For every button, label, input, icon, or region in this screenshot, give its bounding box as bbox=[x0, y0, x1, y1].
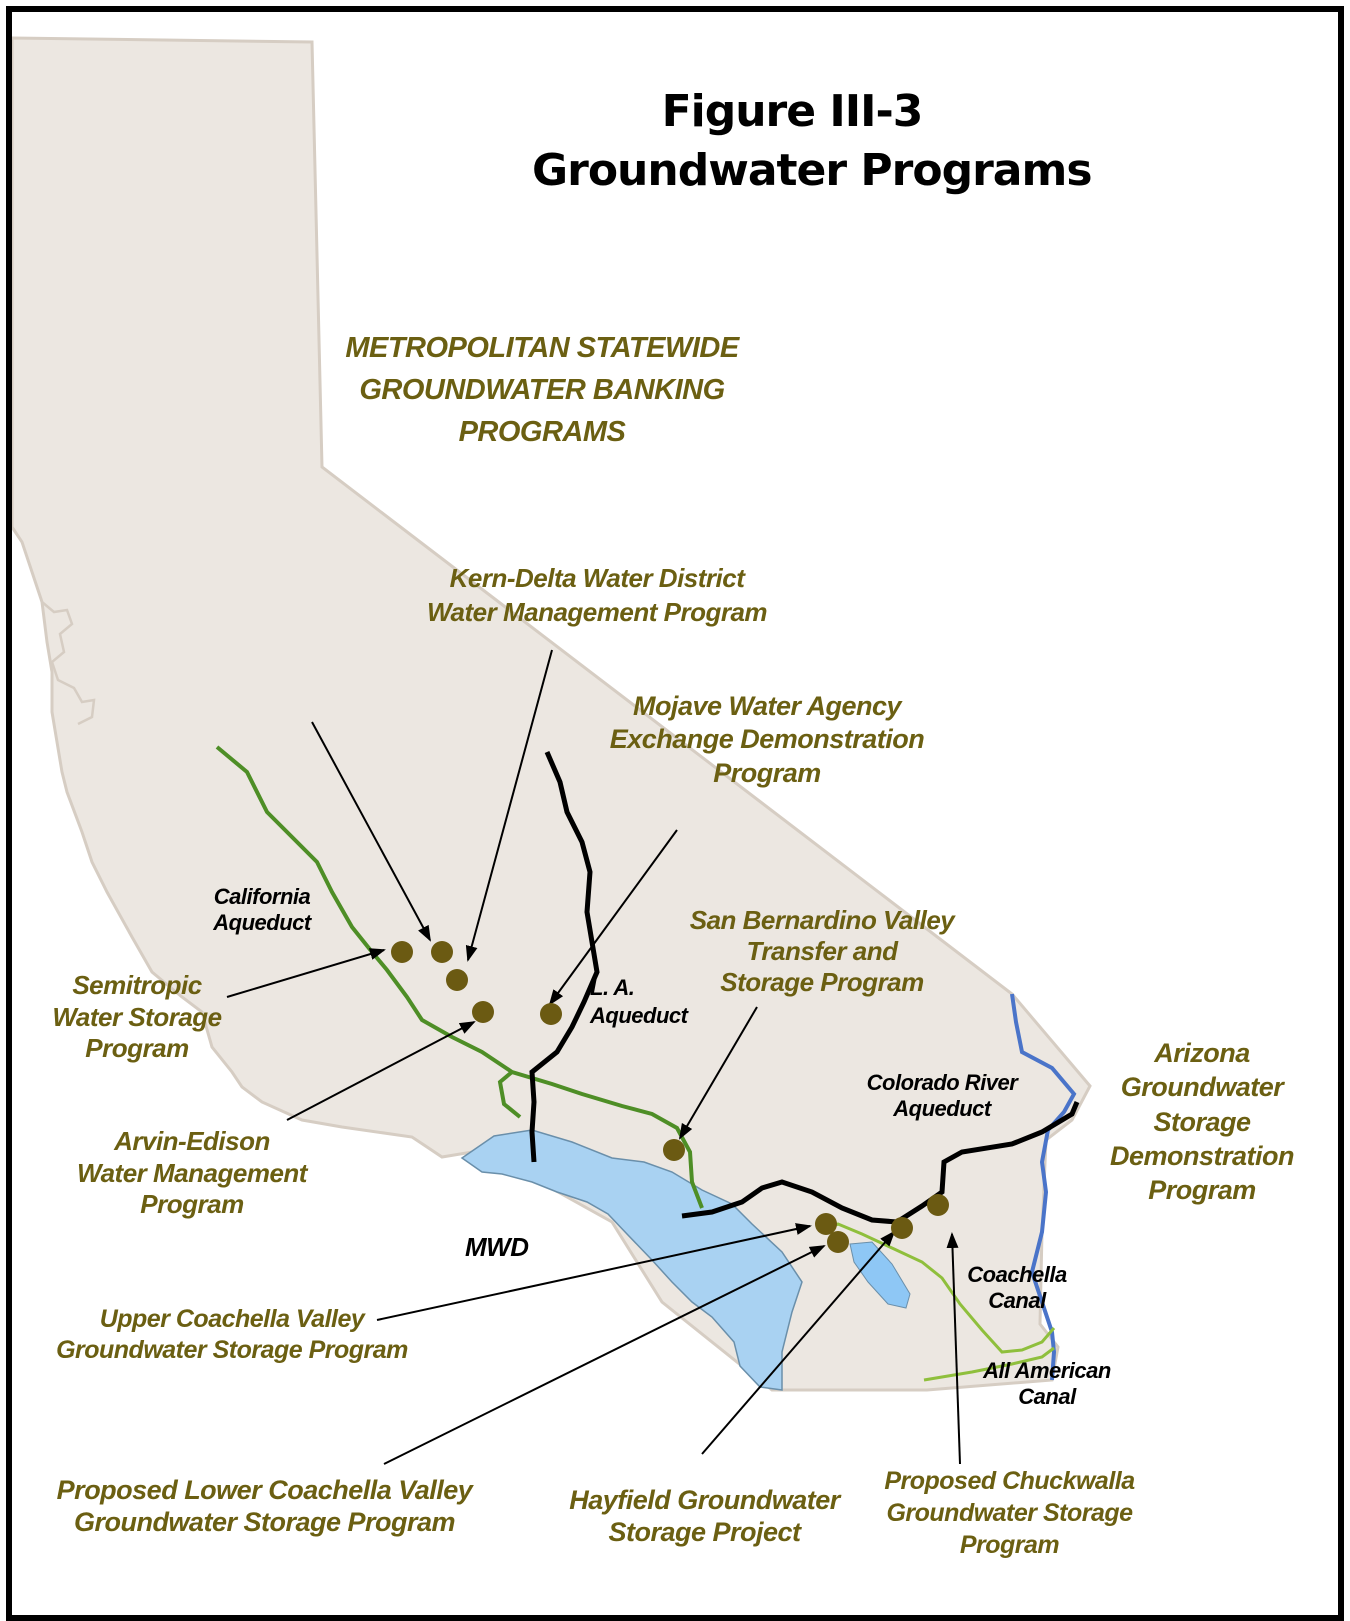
chuckwalla-label: Proposed Chuckwalla Groundwater Storage … bbox=[884, 1467, 1135, 1559]
program-dot-hayfield bbox=[891, 1217, 913, 1239]
mojave-arrow bbox=[548, 829, 678, 1006]
upper-coachella-arrow bbox=[376, 1223, 812, 1321]
program-dot-san-bernardino bbox=[663, 1139, 685, 1161]
figure-number: Figure III-3 bbox=[661, 86, 924, 137]
upper-coachella-label: Upper Coachella Valley Groundwater Stora… bbox=[56, 1305, 408, 1365]
mwd-service-area bbox=[460, 1129, 803, 1391]
map-frame: Figure III-3 Groundwater Programs METROP… bbox=[6, 6, 1344, 1621]
arizona-label: Arizona Groundwater Storage Demonstratio… bbox=[1109, 1038, 1295, 1206]
san-bernardino-arrow bbox=[678, 1006, 758, 1140]
lower-coachella-label: Proposed Lower Coachella Valley Groundwa… bbox=[56, 1475, 473, 1538]
program-dot-upper-coachella bbox=[815, 1213, 837, 1235]
colorado-river bbox=[1010, 993, 1077, 1381]
semitropic-label: Semitropic Water Storage Program bbox=[52, 970, 222, 1064]
program-dot-lower-coachella bbox=[827, 1231, 849, 1253]
statewide-programs-label: METROPOLITAN STATEWIDE GROUNDWATER BANKI… bbox=[345, 332, 739, 449]
chuckwalla-arrow bbox=[946, 1232, 961, 1465]
la-aqueduct-line bbox=[529, 751, 600, 1163]
coachella-canal-label: Coachella Canal bbox=[967, 1262, 1067, 1314]
mojave-label: Mojave Water Agency Exchange Demonstrati… bbox=[609, 691, 925, 788]
all-american-canal-label: All American Canal bbox=[983, 1358, 1111, 1410]
program-dot-semitropic bbox=[391, 941, 413, 963]
arvin-edison-arrow bbox=[286, 1021, 476, 1121]
bay-area-coastline bbox=[41, 601, 96, 726]
coachella-canal-line bbox=[819, 1222, 1056, 1354]
statewide-arrow bbox=[311, 721, 431, 942]
figure-title: Figure III-3 Groundwater Programs bbox=[532, 82, 1093, 201]
colorado-river-aqueduct-label: Colorado River Aqueduct bbox=[866, 1070, 1018, 1122]
kern-delta-label: Kern-Delta Water District Water Manageme… bbox=[426, 563, 768, 627]
program-dots bbox=[391, 941, 949, 1253]
arvin-edison-label: Arvin-Edison Water Management Program bbox=[77, 1126, 307, 1220]
program-dot-arvin-edison bbox=[472, 1001, 494, 1023]
hayfield-arrow bbox=[701, 1230, 896, 1455]
figure-subtitle: Groundwater Programs bbox=[532, 145, 1093, 197]
program-dot-chuckwalla bbox=[927, 1194, 949, 1216]
hayfield-label: Hayfield Groundwater Storage Project bbox=[569, 1485, 840, 1548]
semitropic-arrow bbox=[226, 948, 386, 998]
program-dot-mojave bbox=[540, 1003, 562, 1025]
lower-coachella-arrow bbox=[383, 1245, 826, 1465]
groundwater-programs-map bbox=[12, 36, 1092, 1465]
california-aqueduct-branch bbox=[497, 1070, 522, 1119]
san-bernardino-label: San Bernardino Valley Transfer and Stora… bbox=[689, 905, 955, 998]
la-aqueduct-label: L. A. Aqueduct bbox=[590, 975, 688, 1028]
california-aqueduct-label: California Aqueduct bbox=[213, 884, 311, 936]
california-aqueduct-line bbox=[215, 745, 704, 1209]
program-dot-statewide bbox=[431, 941, 453, 963]
program-dot-kern-delta bbox=[446, 969, 468, 991]
mwd-label: MWD bbox=[465, 1232, 529, 1262]
kern-delta-arrow bbox=[465, 649, 553, 962]
